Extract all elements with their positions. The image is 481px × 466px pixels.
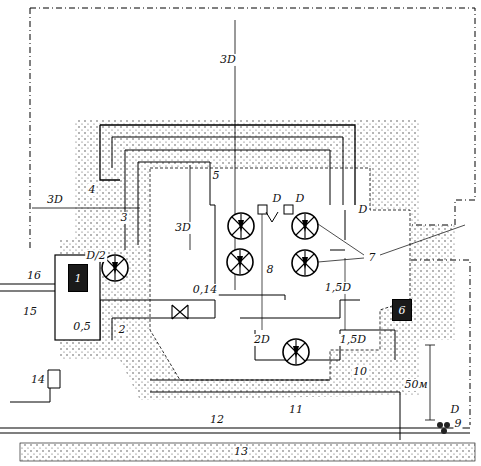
dimension-label: 0,14 (192, 284, 219, 296)
dimension-label: 50м (403, 379, 428, 391)
callout-number: 9 (454, 418, 463, 430)
dimension-label: 2D (253, 334, 271, 346)
callout-number: 7 (368, 252, 377, 264)
dimension-label: D (450, 404, 461, 416)
callout-number: 11 (288, 404, 304, 416)
dimension-label: 1,5D (339, 334, 367, 346)
callout-number: 16 (26, 270, 42, 282)
dark-square: 1 (68, 264, 88, 292)
callout-number: 14 (30, 374, 46, 386)
dimension-label: 1,5D (324, 282, 352, 294)
dimension-label: D (358, 204, 369, 216)
callout-number: 6 (399, 305, 406, 316)
callout-number: 1 (75, 273, 82, 284)
callout-number: 4 (88, 184, 97, 196)
callout-number: 12 (209, 414, 225, 426)
callout-number: 5 (212, 170, 221, 182)
callout-number: 13 (233, 446, 249, 458)
callout-number: 15 (22, 306, 38, 318)
callout-number: 3 (120, 212, 129, 224)
dimension-label: 3D (174, 222, 192, 234)
dimension-label: D (272, 193, 283, 205)
dimension-label: 3D (46, 194, 64, 206)
dimension-label: 0,5 (72, 321, 92, 333)
callout-number: 2 (118, 324, 127, 336)
dimension-label: D (295, 193, 306, 205)
callout-number: 10 (352, 366, 368, 378)
dimension-label: 3D (219, 54, 237, 66)
dark-square: 6 (392, 299, 412, 321)
callout-number: 8 (266, 264, 275, 276)
dimension-label: D/2 (85, 250, 107, 262)
